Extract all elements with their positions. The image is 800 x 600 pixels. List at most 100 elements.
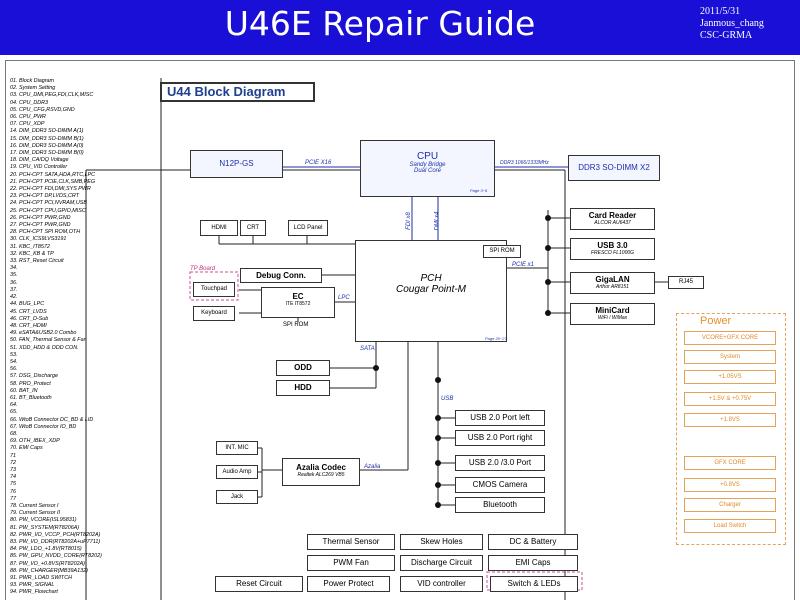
pwm-fan-block: PWM Fan [307,555,395,571]
fdi-label: FDI x8 [405,212,412,230]
index-item: 45. CRT_LVDS [10,308,47,315]
usb-port-right-block: USB 2.0 Port right [455,430,545,446]
index-item: 03. CPU_DMI,PEG,FDI,CLK,MISC [10,92,94,99]
cpu-label: CPU [416,151,439,162]
pch-block: PCH Cougar Point-M [355,240,507,342]
index-item: 21. PCH-CPT PCIE,CLK,SMB,PEG [10,178,96,185]
index-item: 72 [10,459,16,466]
pch-sub: Cougar Point-M [395,284,467,295]
index-item: 42. [10,294,18,301]
index-item: 79. Current Sensor II [10,510,61,517]
banner-date: 2011/5/31 [700,6,741,17]
index-item: 26. PCH-CPT PWR,GND [10,214,71,221]
odd-block: ODD [276,360,330,376]
index-item: 14. DIM_DDR3 SO-DIMM A(1) [10,128,84,135]
keyboard-block: Keyboard [193,306,235,321]
gigalan-sub: Arthor AR8151 [596,284,629,290]
index-item: 27. PCH-CPT PWR,GND [10,222,71,229]
ddr3-bus-label: DDR3 1066/1333MHz [500,160,549,166]
azalia-codec-sub: Realtek ALC269 VB5 [297,472,345,478]
index-item: 05. CPU_CFG,RSVD,GND [10,106,75,113]
index-item: 93. PWR_SIGNAL [10,582,55,589]
cpu-sub1: Sandy Bridge [409,162,446,168]
banner-meta: 2011/5/31 Janmous_chang CSC-GRMA [700,6,764,42]
cmos-camera-block: CMOS Camera [455,477,545,493]
ec-sub: ITE IT8572 [285,301,311,307]
power-rail-item: System [684,350,776,364]
pch-page-ref: Page 20~27 [485,336,507,341]
diagram-frame [5,60,795,600]
index-item: 57. DSG_Discharge [10,373,58,380]
index-item: 33. RST_Reset Circuit [10,258,64,265]
ec-block: EC ITE IT8572 [261,287,335,318]
dimm-block: DDR3 SO-DIMM X2 [568,155,660,181]
index-item: 94. PWR_Flowchart [10,589,58,596]
index-item: 23. PCH-CPT DP,LVDS,CRT [10,193,79,200]
power-rail-item: +1.5V & +0.75V [684,392,776,406]
index-item: 25. PCH-CPT CPU,GPIO,MISC [10,207,86,214]
index-item: 18. DIM_CA/DQ Voltage [10,157,69,164]
index-item: 82. PWR_I/O_VCCP_PCH(RT8202A) [10,531,101,538]
pcie16-label: PCIE X16 [305,160,332,166]
power-rail-item: +1.8VS [684,413,776,427]
card-reader-sub: ALCOR AU6437 [594,220,631,226]
minicard-sub: WiFi / WiMax [597,315,628,321]
index-item: 46. CRT_D-Sub [10,315,49,322]
index-item: 35. [10,272,18,279]
usb-label: USB [441,396,454,402]
switch-leds-block: Switch & LEDs [490,576,578,592]
sata-label: SATA [360,346,375,352]
index-item: 60. BAT_IN [10,387,38,394]
cpu-page-ref: Page 3~6 [470,188,488,193]
index-item: 80. PW_VCORE(ISL95831) [10,517,77,524]
power-title: Power [700,315,732,327]
index-item: 68. [10,430,18,437]
azalia-label: Azalia [364,464,381,470]
discharge-circuit-block: Discharge Circuit [400,555,483,571]
index-item: 87. PW_I/O_+0.8VS(RT8202A) [10,560,85,567]
debug-conn-block: Debug Conn. [240,268,322,283]
touchpad-block: Touchpad [193,282,235,297]
index-item: 01. Block Diagram [10,78,55,84]
audio-amp-block: Audio Amp [216,465,258,479]
index-item: 34. [10,265,18,272]
gigalan-block: GigaLAN Arthor AR8151 [570,272,655,294]
index-item: 88. PW_CHARGER(MB39A132) [10,567,88,574]
pch-label: PCH [420,273,442,284]
minicard-block: MiniCard WiFi / WiMax [570,303,655,325]
gigalan-label: GigaLAN [595,275,630,284]
index-item: 66. WtoB Connector DC_BD & LID [10,416,94,423]
index-item: 20. PCH-CPT SATA,HDA,RTC,LPC [10,171,96,178]
hdd-block: HDD [276,380,330,396]
index-item: 76 [10,488,16,495]
vid-controller-block: VID controller [400,576,483,592]
index-item: 37. [10,286,18,293]
ec-label: EC [292,292,304,301]
index-item: 65. [10,409,18,416]
index-item: 54. [10,358,18,365]
reset-circuit-block: Reset Circuit [215,576,303,592]
index-item: 73 [10,466,16,473]
index-item: 83. PW_I/O_DDR(RT8202A+uP7711) [10,539,101,545]
index-item: 91. PWR_LOAD SWITCH [10,575,73,582]
index-item: 44. BUG_LPC [10,301,45,308]
index-item: 78. Current Sensor I [10,502,59,509]
gpu-block: N12P-GS [190,150,283,178]
index-item: 67. WtoB Connector IO_BD [10,423,77,430]
power-rail-item: GFX CORE [684,456,776,470]
index-item: 70. EMI Caps [10,445,43,452]
index-item: 81. PW_SYSTEM(RT8206A) [10,524,80,531]
index-item: 71 [10,452,16,459]
skew-holes-block: Skew Holes [400,534,483,550]
index-item: 31. KBC_IT8572 [10,243,50,250]
index-item: 50. FAN_Thermal Sensor & Fan [10,337,87,344]
rj45-block: RJ45 [668,276,704,289]
index-item: 49. eSATA&USB2.0 Combo [10,330,77,337]
usb3-block: USB 3.0 FRESCO FL1000G [570,238,655,260]
power-rail-item: Load Switch [684,519,776,533]
index-item: 24. PCH-CPT PCI,NVRAM,USB [10,200,87,207]
thermal-sensor-block: Thermal Sensor [307,534,395,550]
index-item: 48. CRT_HDMI [10,322,47,329]
